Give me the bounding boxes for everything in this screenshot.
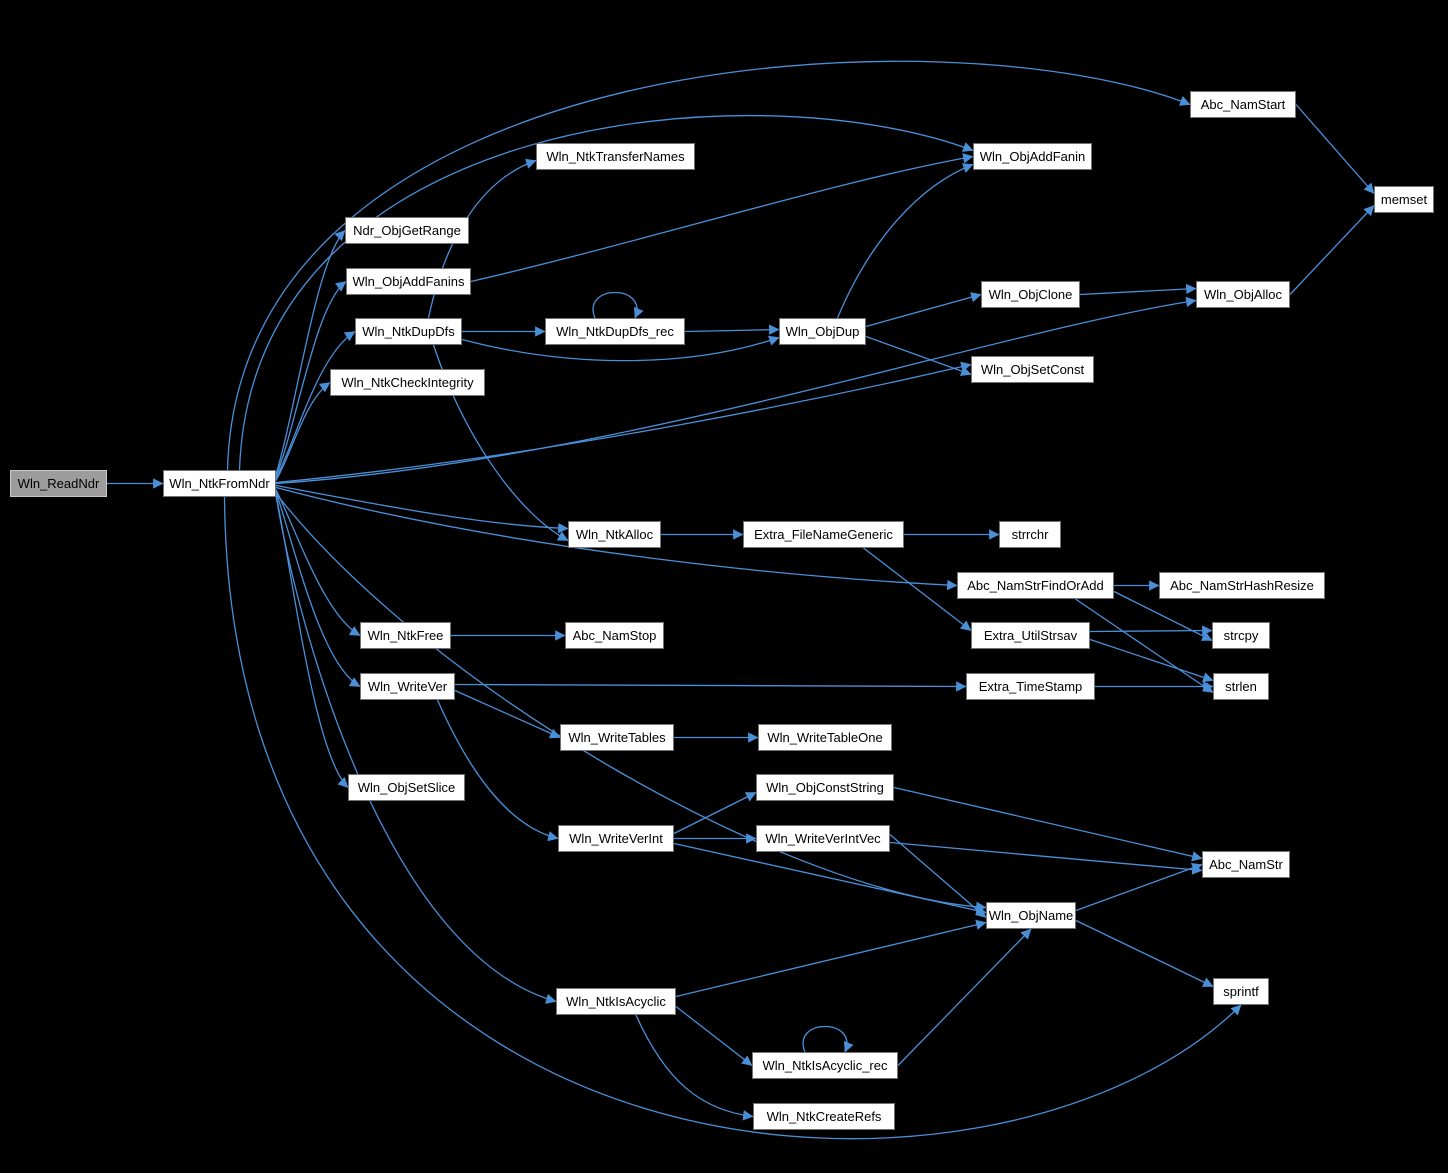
- edge-Wln_WriteVerIntVec-to-Wln_ObjName: [889, 834, 987, 918]
- edge-Wln_NtkFromNdr-to-Abc_NamStart: [226, 60, 1191, 471]
- edge-Wln_NtkFromNdr-to-Wln_NtkCheckIntegrity: [275, 381, 331, 481]
- node-Extra_FileNameGeneric[interactable]: Extra_FileNameGeneric: [743, 521, 904, 548]
- node-strlen[interactable]: strlen: [1213, 673, 1269, 700]
- edge-Wln_NtkFromNdr-to-Wln_WriteVer: [275, 491, 361, 688]
- node-Wln_ObjName[interactable]: Wln_ObjName: [986, 902, 1076, 929]
- node-Wln_ReadNdr[interactable]: Wln_ReadNdr: [10, 470, 107, 497]
- node-Wln_NtkIsAcyclic_rec[interactable]: Wln_NtkIsAcyclic_rec: [752, 1052, 898, 1079]
- node-strrchr[interactable]: strrchr: [999, 521, 1061, 548]
- edge-Extra_FileNameGeneric-to-Extra_UtilStrsav: [863, 547, 972, 632]
- edge-Wln_NtkFromNdr-to-Wln_ObjSetSlice: [275, 494, 349, 788]
- node-Wln_NtkFree[interactable]: Wln_NtkFree: [360, 622, 451, 649]
- edge-Wln_NtkFromNdr-to-Wln_NtkIsAcyclic: [275, 495, 557, 1004]
- edge-Wln_ObjConstString-to-Abc_NamStr: [893, 786, 1203, 862]
- edge-Wln_NtkFromNdr-to-Ndr_ObjGetRange: [275, 230, 346, 475]
- edge-Wln_ObjClone-to-Wln_ObjAlloc: [1079, 283, 1197, 296]
- node-Abc_NamStrHashResize[interactable]: Abc_NamStrHashResize: [1159, 572, 1325, 599]
- edge-Wln_NtkIsAcyclic-to-Wln_ObjName: [675, 919, 987, 998]
- edge-Wln_NtkDupDfs_rec-to-Wln_NtkDupDfs_rec: [592, 291, 644, 319]
- node-Wln_WriteVer[interactable]: Wln_WriteVer: [360, 673, 455, 700]
- node-Wln_ObjDup[interactable]: Wln_ObjDup: [779, 318, 866, 345]
- edge-Wln_ObjDup-to-Wln_ObjAddFanin: [836, 163, 974, 319]
- edge-Wln_NtkFromNdr-to-Wln_ObjAlloc: [275, 296, 1197, 485]
- node-Wln_WriteVerInt[interactable]: Wln_WriteVerInt: [558, 825, 674, 852]
- node-Ndr_ObjGetRange[interactable]: Ndr_ObjGetRange: [345, 217, 469, 244]
- node-Abc_NamStop[interactable]: Abc_NamStop: [565, 622, 664, 649]
- node-Wln_WriteTableOne[interactable]: Wln_WriteTableOne: [758, 724, 892, 751]
- node-Wln_NtkCheckIntegrity[interactable]: Wln_NtkCheckIntegrity: [330, 369, 485, 396]
- node-Wln_WriteTables[interactable]: Wln_WriteTables: [560, 724, 674, 751]
- node-Wln_NtkAlloc[interactable]: Wln_NtkAlloc: [568, 521, 661, 548]
- node-Extra_UtilStrsav[interactable]: Extra_UtilStrsav: [971, 622, 1090, 649]
- edge-Wln_NtkIsAcyclic_rec-to-Wln_NtkIsAcyclic_rec: [802, 1025, 854, 1053]
- edge-Wln_ObjName-to-sprintf: [1075, 919, 1214, 988]
- edge-Wln_WriteVer-to-Wln_WriteVerInt: [436, 699, 559, 842]
- edge-Extra_UtilStrsav-to-strcpy: [1089, 625, 1213, 636]
- node-Wln_ObjAddFanin[interactable]: Wln_ObjAddFanin: [973, 143, 1092, 170]
- edge-Abc_NamStrFindOrAdd-to-strlen: [1075, 598, 1214, 694]
- edge-Wln_ObjAlloc-to-memset: [1289, 205, 1375, 295]
- node-Wln_NtkDupDfs_rec[interactable]: Wln_NtkDupDfs_rec: [545, 318, 685, 345]
- edge-Wln_WriteVer-to-Extra_TimeStamp: [454, 681, 967, 692]
- edge-Abc_NamStart-to-memset: [1295, 104, 1375, 194]
- node-Wln_ObjConstString[interactable]: Wln_ObjConstString: [756, 774, 894, 801]
- node-Wln_NtkCreateRefs[interactable]: Wln_NtkCreateRefs: [753, 1103, 895, 1130]
- edge-Wln_NtkFromNdr-to-Abc_NamStrFindOrAdd: [275, 486, 958, 591]
- node-sprintf[interactable]: sprintf: [1213, 978, 1269, 1005]
- edge-Wln_WriteVerInt-to-Wln_ObjName: [673, 842, 987, 916]
- node-Wln_NtkDupDfs[interactable]: Wln_NtkDupDfs: [355, 318, 462, 345]
- node-Abc_NamStart[interactable]: Abc_NamStart: [1190, 91, 1296, 118]
- node-Extra_TimeStamp[interactable]: Extra_TimeStamp: [966, 673, 1095, 700]
- edge-Wln_ObjAddFanins-to-Wln_ObjAddFanin: [470, 153, 974, 283]
- edge-Extra_UtilStrsav-to-strlen: [1089, 638, 1214, 683]
- edge-Wln_NtkDupDfs-to-Wln_ObjDup: [461, 335, 780, 362]
- edge-Wln_NtkFromNdr-to-Wln_ObjName: [275, 493, 987, 913]
- edge-Wln_WriteVerInt-to-Wln_ObjConstString: [673, 791, 757, 835]
- node-Wln_NtkFromNdr[interactable]: Wln_NtkFromNdr: [163, 470, 276, 497]
- edge-Wln_NtkIsAcyclic-to-Wln_NtkIsAcyclic_rec: [675, 1005, 753, 1067]
- node-Abc_NamStr[interactable]: Abc_NamStr: [1202, 851, 1290, 878]
- edge-Wln_NtkIsAcyclic_rec-to-Wln_ObjName: [897, 928, 1032, 1066]
- node-Wln_NtkIsAcyclic[interactable]: Wln_NtkIsAcyclic: [556, 988, 676, 1015]
- edge-Wln_NtkFromNdr-to-Wln_ObjSetConst: [275, 361, 972, 484]
- edge-Wln_NtkFromNdr-to-Wln_NtkAlloc: [275, 484, 569, 534]
- edge-Wln_NtkIsAcyclic-to-Wln_NtkCreateRefs: [635, 1014, 754, 1121]
- edge-Wln_NtkFromNdr-to-sprintf: [223, 496, 1242, 1140]
- node-memset[interactable]: memset: [1374, 186, 1434, 213]
- edge-Wln_NtkFromNdr-to-Wln_ObjAddFanins: [275, 280, 347, 477]
- node-Wln_NtkTransferNames[interactable]: Wln_NtkTransferNames: [536, 143, 695, 170]
- edge-Wln_WriteVer-to-Wln_WriteTables: [454, 689, 561, 739]
- node-strcpy[interactable]: strcpy: [1212, 622, 1270, 649]
- edge-Wln_ObjDup-to-Wln_ObjSetConst: [865, 335, 972, 377]
- node-Wln_ObjSetConst[interactable]: Wln_ObjSetConst: [971, 356, 1094, 383]
- edge-Wln_NtkFromNdr-to-Wln_NtkDupDfs: [275, 330, 356, 479]
- node-Wln_ObjSetSlice[interactable]: Wln_ObjSetSlice: [348, 774, 465, 801]
- node-Wln_ObjClone[interactable]: Wln_ObjClone: [981, 281, 1080, 308]
- node-Wln_ObjAlloc[interactable]: Wln_ObjAlloc: [1196, 281, 1290, 308]
- edge-Wln_NtkFromNdr-to-Wln_ObjAddFanin: [238, 114, 974, 471]
- edge-Abc_NamStrFindOrAdd-to-strcpy: [1113, 590, 1213, 642]
- node-Wln_ObjAddFanins[interactable]: Wln_ObjAddFanins: [346, 268, 471, 295]
- node-Wln_WriteVerIntVec[interactable]: Wln_WriteVerIntVec: [756, 825, 890, 852]
- edge-Wln_ObjDup-to-Wln_ObjClone: [865, 292, 982, 328]
- edge-Wln_NtkDupDfs_rec-to-Wln_ObjDup: [684, 324, 780, 335]
- node-Abc_NamStrFindOrAdd[interactable]: Abc_NamStrFindOrAdd: [957, 572, 1114, 599]
- edge-Wln_WriteVerIntVec-to-Abc_NamStr: [889, 841, 1203, 875]
- edge-Wln_NtkFromNdr-to-Wln_NtkFree: [275, 489, 361, 637]
- edge-Wln_ObjName-to-Abc_NamStr: [1075, 863, 1203, 912]
